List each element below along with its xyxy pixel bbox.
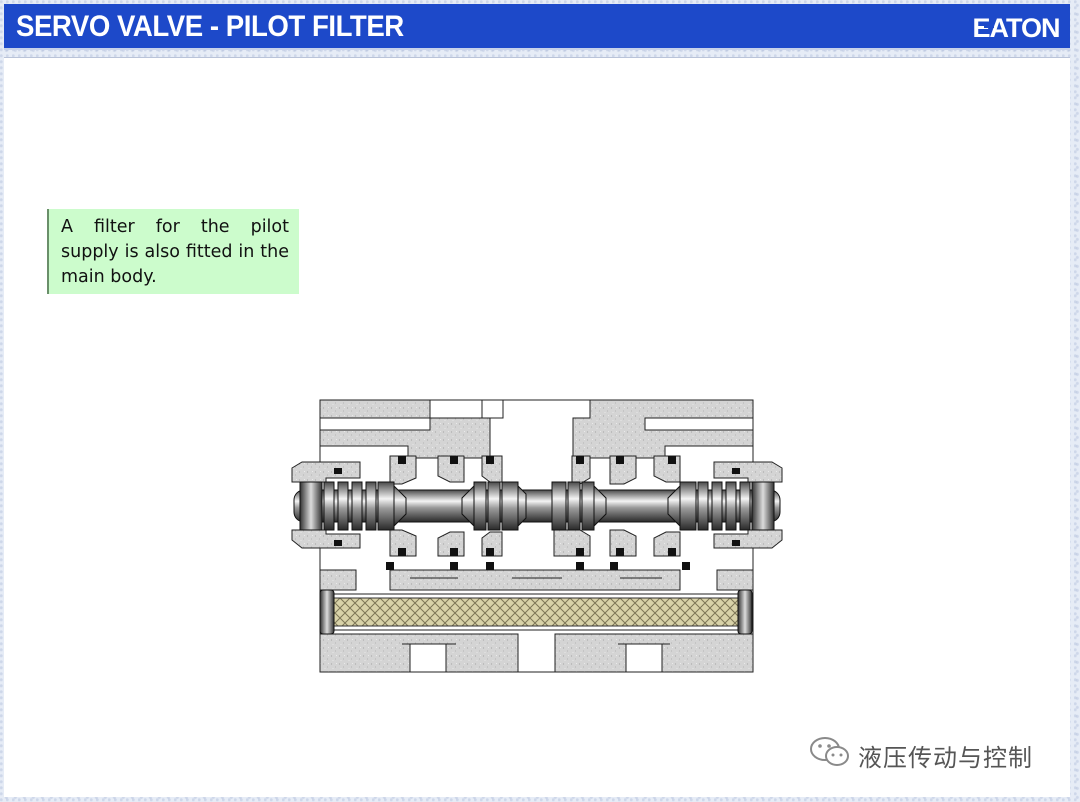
watermark-text: 液压传动与控制: [858, 744, 1033, 772]
spool: [293, 481, 781, 531]
servo-valve-diagram: [291, 399, 783, 673]
slide-title: SERVO VALVE - PILOT FILTER: [16, 10, 404, 43]
watermark: 液压传动与控制: [808, 732, 1058, 776]
pilot-filter: [319, 589, 754, 635]
title-bar: SERVO VALVE - PILOT FILTER EATON: [4, 4, 1070, 50]
seal-housings: [291, 455, 783, 570]
eaton-logo: EATON: [970, 13, 1062, 41]
note-callout: A filter for the pilot supply is also fi…: [47, 209, 299, 294]
wechat-icon: [810, 737, 849, 766]
valve-body: [319, 399, 754, 673]
